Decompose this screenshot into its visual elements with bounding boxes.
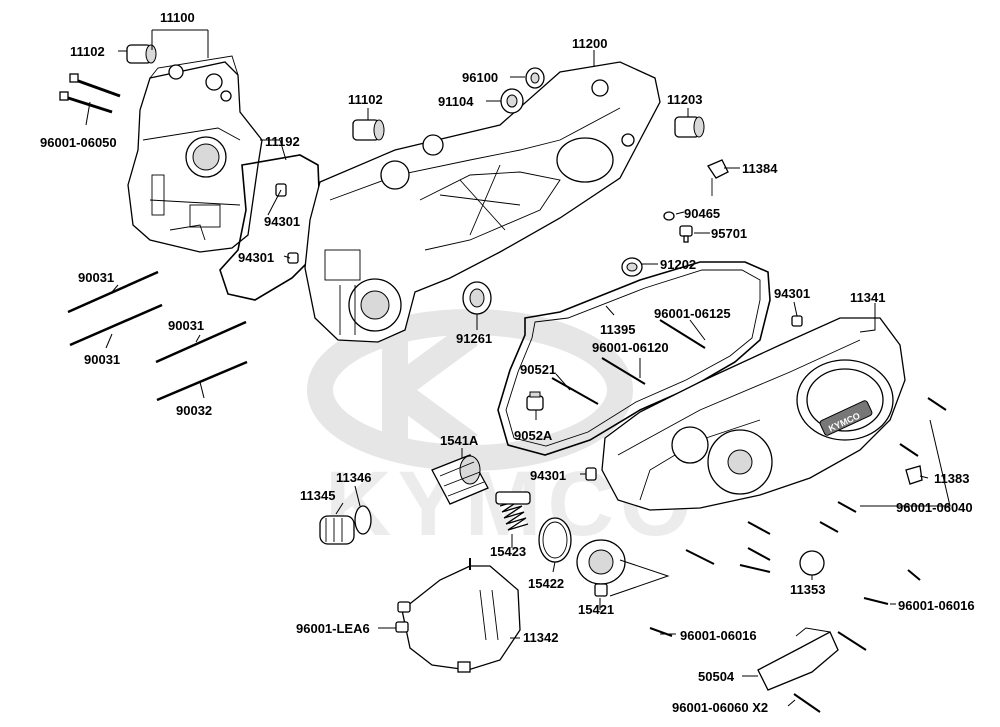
bushing-11102-left-drawing — [126, 44, 157, 64]
label-94301-right: 94301 — [774, 286, 810, 301]
label-95701: 95701 — [711, 226, 747, 241]
dowel-94301-lower-drawing — [585, 467, 597, 481]
cover-15421-drawing — [576, 539, 626, 597]
label-94301-lower-left: 94301 — [238, 250, 274, 265]
label-90032: 90032 — [176, 403, 212, 418]
label-96100: 96100 — [462, 70, 498, 85]
dowel-94301-upper-drawing — [791, 315, 803, 327]
label-94301-upper-left: 94301 — [264, 214, 300, 229]
oil-seal-96100-drawing — [525, 67, 545, 89]
label-9052A: 9052A — [514, 428, 553, 443]
clamp-11346-drawing — [354, 505, 372, 535]
crankcase-cover-11341-drawing: KYMCO — [601, 317, 906, 511]
label-90031-right: 90031 — [168, 318, 204, 333]
part-labels: 11100 11102 96001-06050 11192 94301 9430… — [40, 10, 975, 715]
plug-9052A-drawing — [526, 391, 544, 411]
studs-90031-90032-drawing — [67, 270, 248, 402]
label-11102-left: 11102 — [70, 44, 105, 59]
filter-1541A-drawing — [431, 454, 489, 505]
label-11383: 11383 — [934, 471, 969, 486]
boot-11345-drawing — [319, 515, 355, 545]
label-91202: 91202 — [660, 257, 696, 272]
label-11341: 11341 — [850, 290, 885, 305]
spring-15423-drawing — [495, 491, 531, 531]
gasket-11395-inner-drawing — [505, 269, 761, 447]
label-11395: 11395 — [600, 322, 635, 337]
label-96001-06040: 96001-06040 — [896, 500, 973, 515]
gasket-11395-drawing — [497, 261, 771, 456]
label-15423: 15423 — [490, 544, 526, 559]
label-1541A: 1541A — [440, 433, 479, 448]
label-90521: 90521 — [520, 362, 556, 377]
bolts-96001-LEA6-drawing — [395, 601, 411, 633]
bolts-96001-06060-drawing — [793, 631, 867, 713]
label-11345: 11345 — [300, 488, 335, 503]
label-15422: 15422 — [528, 576, 564, 591]
label-90031-top: 90031 — [78, 270, 114, 285]
bracket-50504-drawing — [757, 627, 839, 691]
seal-91202-drawing — [621, 257, 643, 277]
washer-90465-drawing — [663, 211, 675, 221]
label-11100: 11100 — [160, 10, 195, 25]
label-11353: 11353 — [790, 582, 825, 597]
label-91261: 91261 — [456, 331, 492, 346]
label-94301-lower-right: 94301 — [530, 468, 566, 483]
label-96001-06125: 96001-06125 — [654, 306, 731, 321]
leader-lines — [85, 29, 951, 707]
bushing-11102-right-drawing — [352, 119, 385, 141]
label-15421: 15421 — [578, 602, 614, 617]
label-11200: 11200 — [572, 36, 607, 51]
label-96001-LEA6: 96001-LEA6 — [296, 621, 370, 636]
bushing-11203-drawing — [674, 116, 705, 138]
bolts-96001-06040-drawing — [685, 397, 947, 573]
label-96001-06060-x2: 96001-06060 X2 — [672, 700, 768, 715]
label-96001-06120: 96001-06120 — [592, 340, 669, 355]
bearing-91104-drawing — [500, 88, 524, 114]
left-crankcase-drawing — [127, 55, 263, 253]
bolt-96001-06016-lower-drawing — [649, 627, 673, 637]
label-96001-06016-right: 96001-06016 — [898, 598, 975, 613]
label-50504: 50504 — [698, 669, 735, 684]
clamp-11384-drawing — [707, 159, 729, 196]
label-96001-06016-lower: 96001-06016 — [680, 628, 757, 643]
label-90465: 90465 — [684, 206, 720, 221]
label-11384: 11384 — [742, 161, 778, 176]
bolts-96001-06125-06120-drawing — [551, 319, 706, 405]
label-11102-right: 11102 — [348, 92, 383, 107]
label-91104: 91104 — [438, 94, 474, 109]
bolts-96001-06016-right-drawing — [863, 569, 921, 605]
label-11346: 11346 — [336, 470, 371, 485]
right-crankcase-drawing — [304, 61, 661, 343]
bolts-96001-06050-drawing — [59, 73, 121, 114]
seal-91261-drawing — [462, 281, 492, 315]
cover-11342-drawing — [401, 558, 521, 673]
label-11192: 11192 — [265, 134, 300, 149]
cap-11353-drawing — [799, 550, 825, 576]
label-11203: 11203 — [667, 92, 702, 107]
label-11342: 11342 — [523, 630, 558, 645]
ring-15422-drawing — [538, 517, 572, 563]
label-96001-06050: 96001-06050 — [40, 135, 117, 150]
bolt-95701-drawing — [679, 225, 693, 243]
clamp-11383-drawing — [905, 465, 923, 485]
label-90031-middle: 90031 — [84, 352, 120, 367]
gasket-11192-drawing — [219, 154, 321, 301]
